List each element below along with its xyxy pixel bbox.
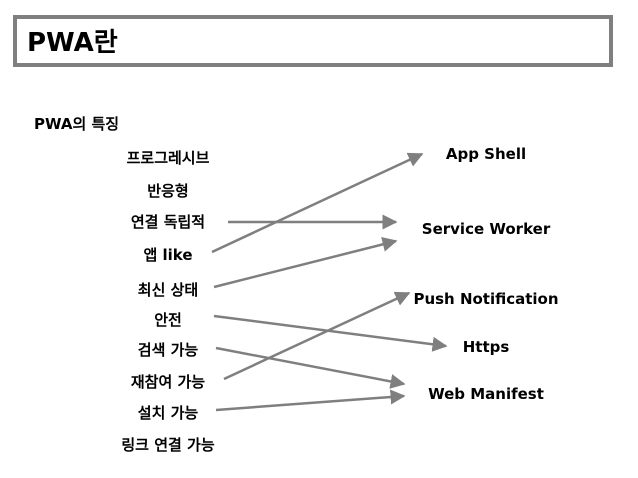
technology-label: Web Manifest bbox=[428, 385, 544, 403]
technology-label: App Shell bbox=[445, 145, 527, 163]
section-subtitle: PWA의 특징 bbox=[34, 115, 120, 133]
connector-arrow bbox=[213, 237, 398, 289]
page-title: PWA란 bbox=[27, 28, 118, 58]
technology-label: Https bbox=[462, 338, 510, 356]
feature-label: 안전 bbox=[154, 311, 182, 329]
connector-arrow bbox=[211, 152, 424, 254]
feature-label: 반응형 bbox=[147, 182, 189, 200]
feature-label: 앱 like bbox=[143, 246, 193, 264]
title-box: PWA란 bbox=[13, 15, 613, 67]
feature-label: 최신 상태 bbox=[137, 281, 199, 299]
feature-label: 설치 가능 bbox=[137, 404, 199, 422]
connector-arrow bbox=[223, 291, 411, 381]
connector-arrow bbox=[215, 346, 406, 389]
connector-arrow bbox=[215, 389, 406, 412]
feature-label: 링크 연결 가능 bbox=[121, 436, 215, 454]
feature-label: 프로그레시브 bbox=[126, 149, 210, 167]
feature-label: 검색 가능 bbox=[137, 341, 199, 359]
technology-label: Push Notification bbox=[413, 290, 559, 308]
technology-label: Service Worker bbox=[421, 220, 551, 238]
feature-label: 연결 독립적 bbox=[130, 213, 206, 231]
feature-label: 재참여 가능 bbox=[130, 373, 206, 391]
